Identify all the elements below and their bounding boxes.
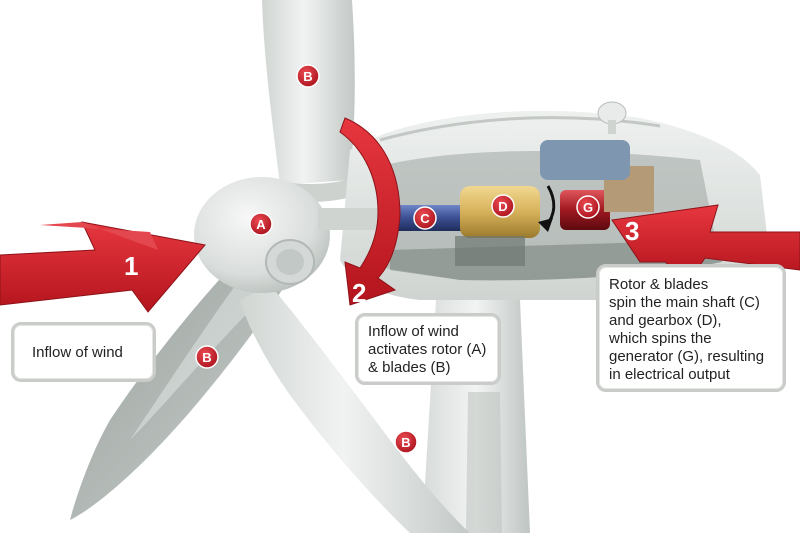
callout-step-1-line: Inflow of wind (32, 344, 123, 361)
tower-grille (466, 392, 502, 533)
callout-step-3-line: Rotor & blades (609, 276, 709, 293)
sensor-mast (608, 120, 616, 134)
badge-b-top-label: B (303, 69, 312, 84)
arrow-1 (0, 221, 206, 313)
callout-step-2-line: & blades (B) (368, 359, 451, 376)
step-number-2: 2 (352, 278, 366, 308)
badge-g: G (576, 195, 600, 219)
callout-step-3-line: which spins the (609, 330, 712, 347)
step-number-3: 3 (625, 216, 639, 246)
callout-step-2: Inflow of wind activates rotor (A) & bla… (355, 313, 501, 385)
badge-a: A (249, 212, 273, 236)
blade-top (262, 0, 355, 185)
blade-lower-right (240, 285, 470, 533)
badge-d-label: D (498, 199, 507, 214)
badge-c: C (413, 206, 437, 230)
blade-lower-left (70, 268, 285, 520)
step-number-1: 1 (124, 251, 138, 281)
badge-b-left-label: B (202, 350, 211, 365)
arrow-2 (339, 117, 401, 306)
cooling-unit (540, 140, 630, 180)
badge-a-label: A (256, 217, 266, 232)
badge-b-left: B (195, 345, 219, 369)
callout-step-3-line: generator (G), resulting (609, 348, 765, 365)
badge-b-bottom-label: B (401, 435, 410, 450)
hub-hatch-inner (276, 249, 304, 275)
badge-b-top: B (296, 64, 320, 88)
callout-step-3-line: spin the main shaft (C) (609, 294, 760, 311)
callout-step-2-line: Inflow of wind (368, 323, 459, 340)
badge-g-label: G (583, 200, 593, 215)
badge-b-bottom: B (394, 430, 418, 454)
callout-step-1: Inflow of wind (11, 322, 156, 382)
badge-d: D (491, 194, 515, 218)
rotation-arrowhead-small (538, 218, 553, 232)
callout-step-3: Rotor & blades spin the main shaft (C) a… (596, 264, 786, 392)
hub-spindle (318, 208, 378, 230)
callout-step-2-line: activates rotor (A) (368, 341, 487, 358)
arrow-1-top (40, 222, 158, 250)
gearbox-supports (455, 236, 525, 266)
callout-step-3-line: and gearbox (D), (609, 312, 722, 329)
callout-step-3-line: in electrical output (609, 366, 730, 383)
badge-c-label: C (420, 211, 430, 226)
